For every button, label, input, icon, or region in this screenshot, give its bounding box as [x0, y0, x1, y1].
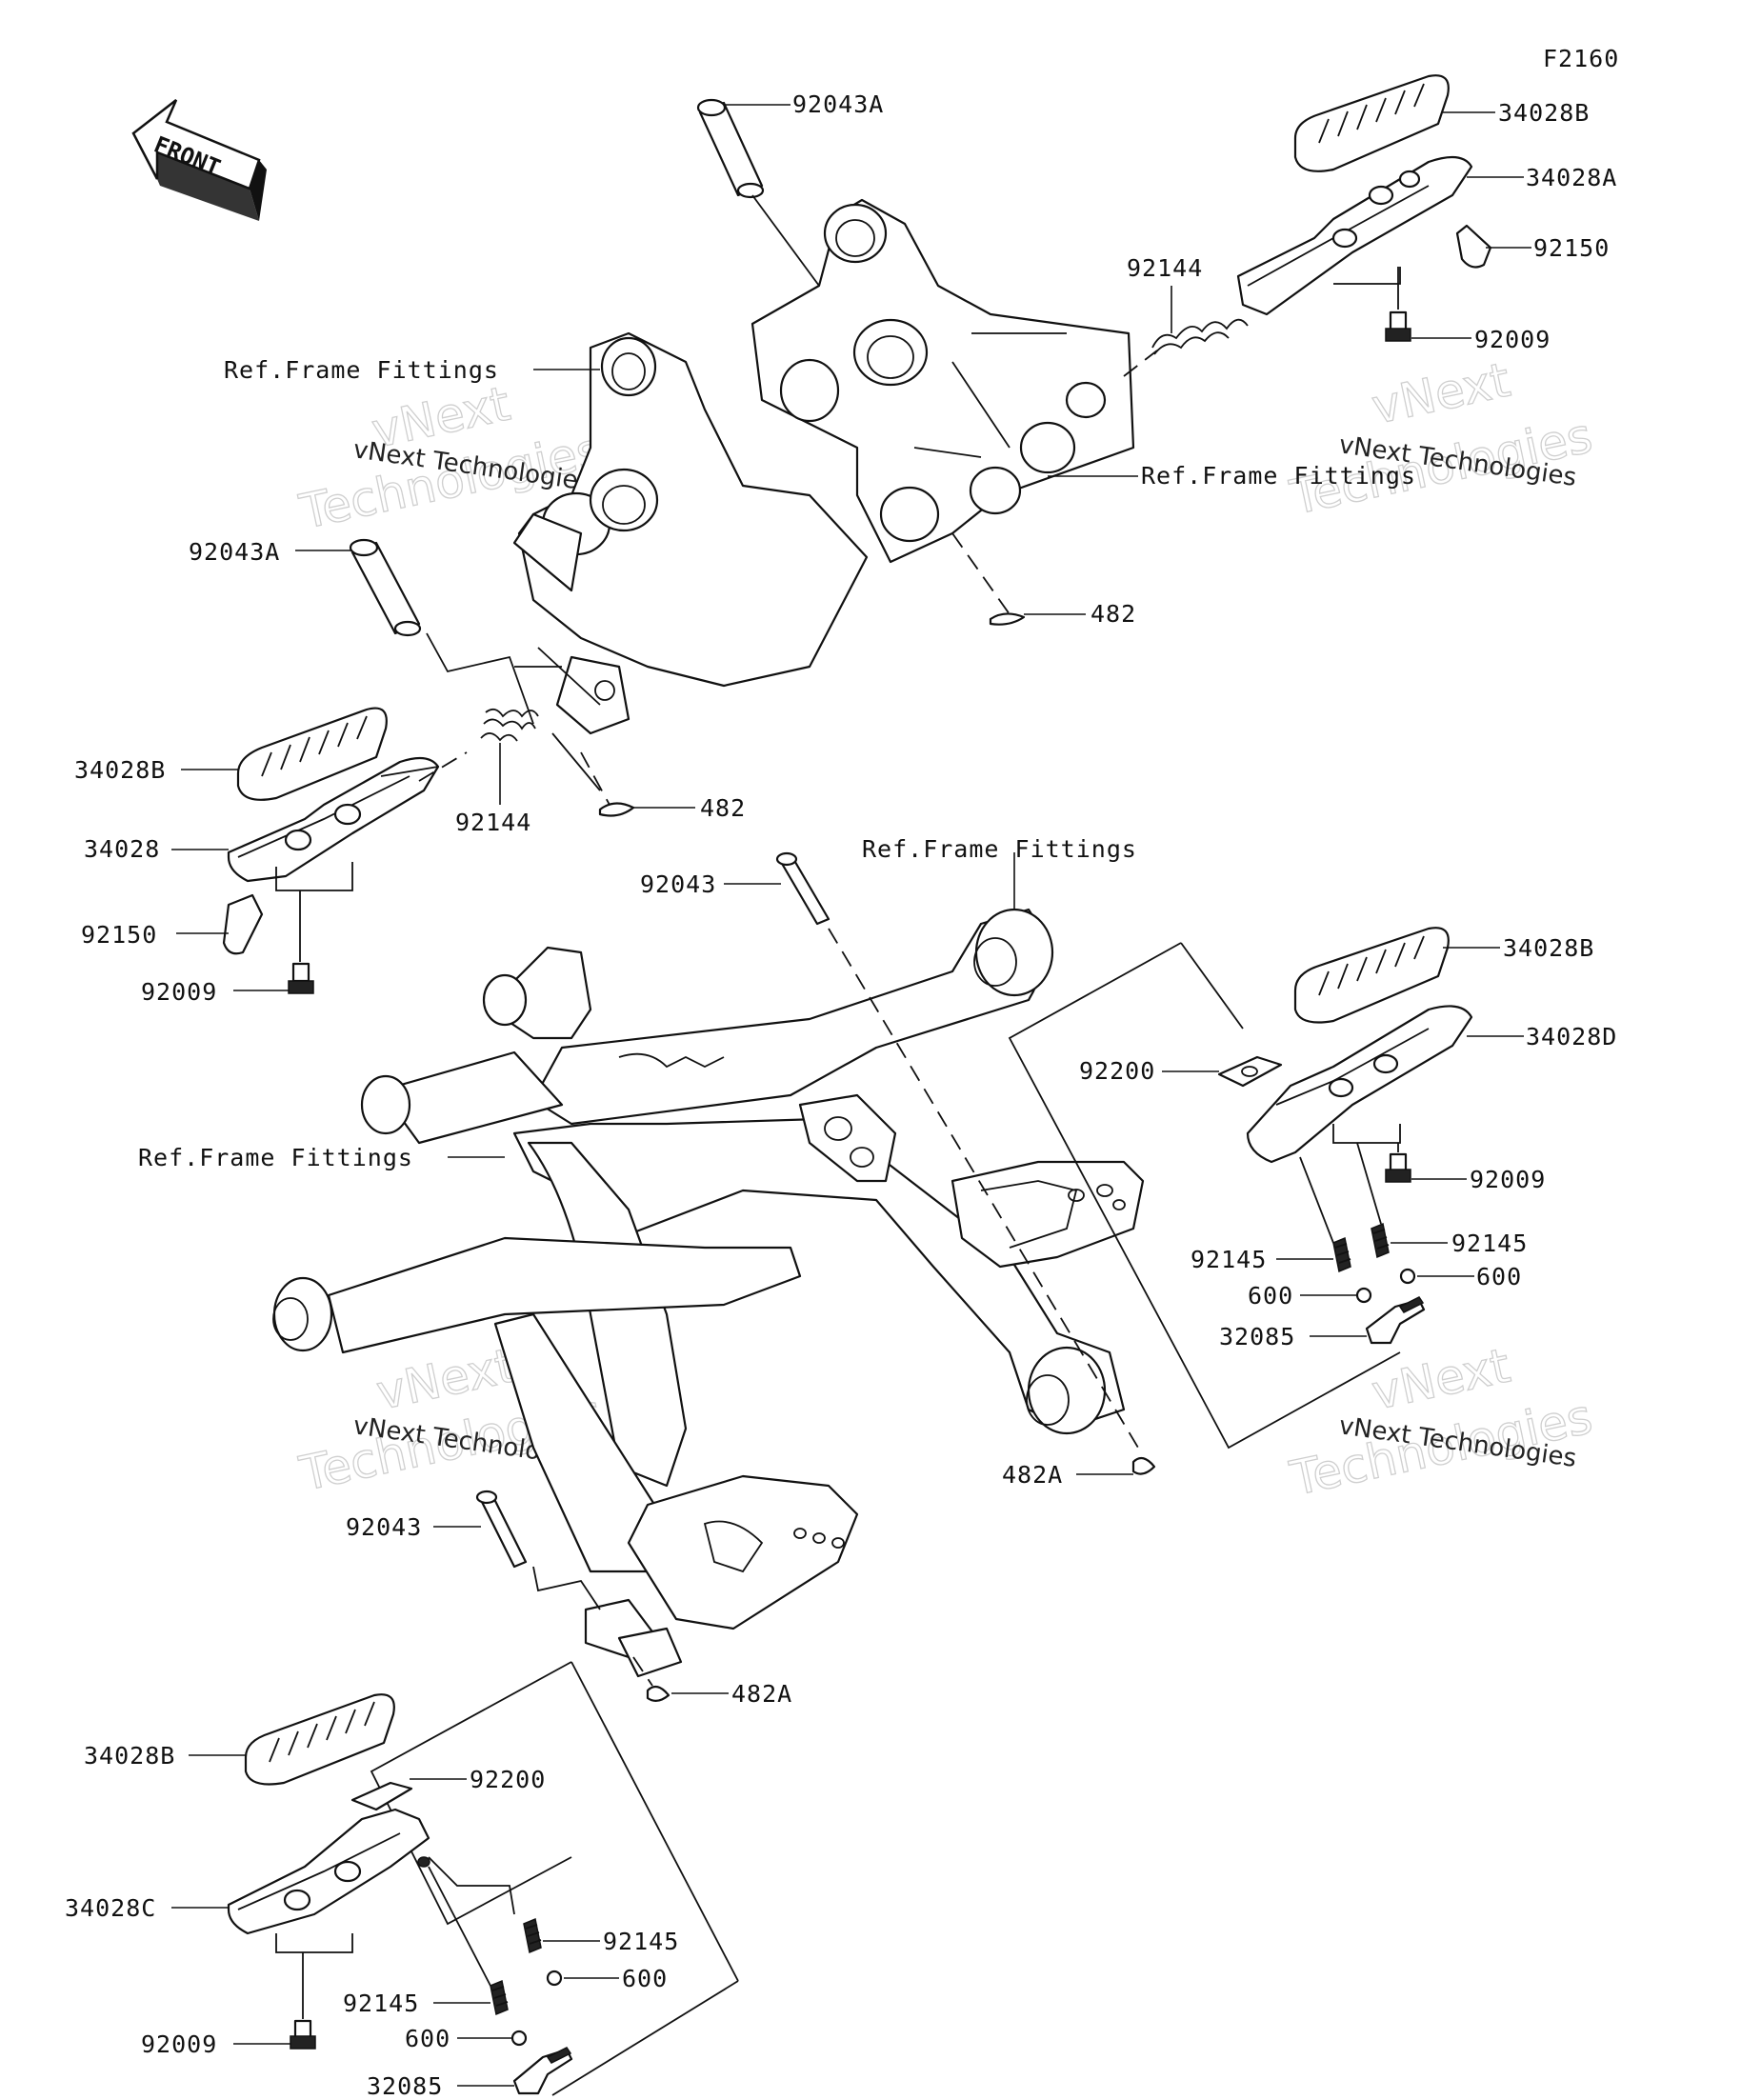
label-34028B-right: 34028B [1503, 934, 1594, 962]
label-600-bottom-2: 600 [405, 2025, 450, 2052]
footpeg-rubber-34028B-right [1293, 927, 1450, 1024]
label-92043A-left: 92043A [189, 538, 280, 566]
label-92200-bottom-left: 92200 [470, 1766, 546, 1793]
label-92144-left: 92144 [455, 809, 531, 836]
label-34028B-bottom-left: 34028B [84, 1742, 175, 1770]
label-ref-frame-4: Ref.Frame Fittings [138, 1144, 413, 1171]
label-92009-bottom-left: 92009 [141, 2030, 217, 2058]
left-footpeg-bracket-upper [512, 331, 869, 735]
label-92145-right-1: 92145 [1191, 1246, 1267, 1273]
label-92009-right: 92009 [1470, 1166, 1546, 1193]
spring-92145-right-1 [1332, 1236, 1351, 1273]
label-92043A-top: 92043A [792, 90, 884, 118]
label-34028B-top-right: 34028B [1498, 99, 1590, 127]
label-92043-mid: 92043 [640, 870, 716, 898]
watermark-bottom-right: vNext Technologies vNext Technologies [1285, 1337, 1598, 1508]
footpeg-34028D [1246, 1005, 1473, 1164]
label-34028: 34028 [84, 835, 160, 863]
washer-92200-right [1217, 1055, 1283, 1088]
label-92145-right-2: 92145 [1451, 1230, 1528, 1257]
ball-600-bottom-2 [510, 2030, 528, 2047]
label-92043-low: 92043 [346, 1513, 422, 1541]
circlip-482-upper [989, 612, 1026, 626]
label-600-right-2: 600 [1476, 1263, 1522, 1290]
label-34028B-left: 34028B [74, 756, 166, 784]
label-34028C: 34028C [65, 1894, 156, 1922]
label-92150-right: 92150 [1533, 234, 1610, 262]
bolt-92009-left [288, 962, 314, 994]
pin-92043-mid [775, 851, 830, 926]
footpeg-rubber-34028B-top-right [1293, 74, 1450, 172]
footpeg-34028A [1236, 155, 1473, 316]
circlip-482A-right [1131, 1456, 1156, 1475]
label-92200-right: 92200 [1079, 1057, 1155, 1085]
label-482A-right: 482A [1002, 1461, 1063, 1489]
bolt-92150-right [1455, 224, 1492, 269]
label-482-mid: 482 [700, 794, 746, 822]
ball-600-right-2 [1399, 1268, 1416, 1285]
washer-92200-bottom-left [350, 1781, 413, 1811]
label-ref-frame-3: Ref.Frame Fittings [862, 835, 1137, 863]
bolt-92009-top-right [1385, 310, 1411, 342]
label-92009-top-right: 92009 [1474, 326, 1551, 353]
label-32085-right: 32085 [1219, 1323, 1295, 1350]
ball-600-bottom-1 [546, 1970, 563, 1987]
watermark-top-right: vNext Technologies vNext Technologies [1285, 351, 1598, 527]
front-arrow-icon: FRONT [131, 99, 267, 221]
spring-92145-right-2 [1371, 1222, 1390, 1259]
circlip-482A-low [646, 1685, 670, 1702]
svg-text:vNext: vNext [1367, 352, 1514, 435]
bolt-92150-left [222, 893, 264, 955]
label-ref-frame-2: Ref.Frame Fittings [1141, 462, 1416, 490]
footpeg-34028 [227, 756, 440, 883]
bracket-32085-bottom-left [512, 2047, 573, 2095]
label-600-right-1: 600 [1248, 1282, 1293, 1310]
label-34028D: 34028D [1526, 1023, 1617, 1050]
ball-600-right-1 [1355, 1287, 1372, 1304]
label-482A-low: 482A [731, 1680, 792, 1708]
right-footpeg-bracket-upper [750, 198, 1135, 564]
label-92145-bottom-2: 92145 [343, 1990, 419, 2017]
bracket-32085-right [1365, 1296, 1426, 1345]
footpeg-rubber-34028B-left [236, 707, 388, 801]
rear-subframe [272, 908, 1145, 1678]
spring-92145-bottom-2 [490, 1979, 509, 2016]
circlip-482-mid [598, 802, 635, 817]
label-34028A: 34028A [1526, 164, 1617, 191]
pin-92043-low [475, 1490, 528, 1569]
footpeg-34028C [227, 1808, 430, 1935]
spring-92144-left [480, 708, 539, 742]
pin-92043A-top [696, 98, 765, 199]
spring-92145-bottom-1 [523, 1917, 542, 1954]
figure-code: F2160 [1543, 45, 1619, 72]
label-32085-bottom-left: 32085 [367, 2072, 443, 2100]
spring-92144-right [1151, 318, 1249, 355]
label-482-upper: 482 [1091, 600, 1136, 628]
pin-92043A-left [349, 538, 422, 637]
label-92145-bottom-1: 92145 [603, 1928, 679, 1955]
label-92009-left: 92009 [141, 978, 217, 1006]
bolt-92009-bottom-left [290, 2019, 316, 2050]
label-92144-right: 92144 [1127, 254, 1203, 282]
bolt-92009-right [1385, 1152, 1411, 1183]
label-600-bottom-1: 600 [622, 1965, 668, 1992]
label-ref-frame-1: Ref.Frame Fittings [224, 356, 499, 384]
label-92150-left: 92150 [81, 921, 157, 949]
footpeg-rubber-34028B-bottom-left [244, 1693, 395, 1786]
